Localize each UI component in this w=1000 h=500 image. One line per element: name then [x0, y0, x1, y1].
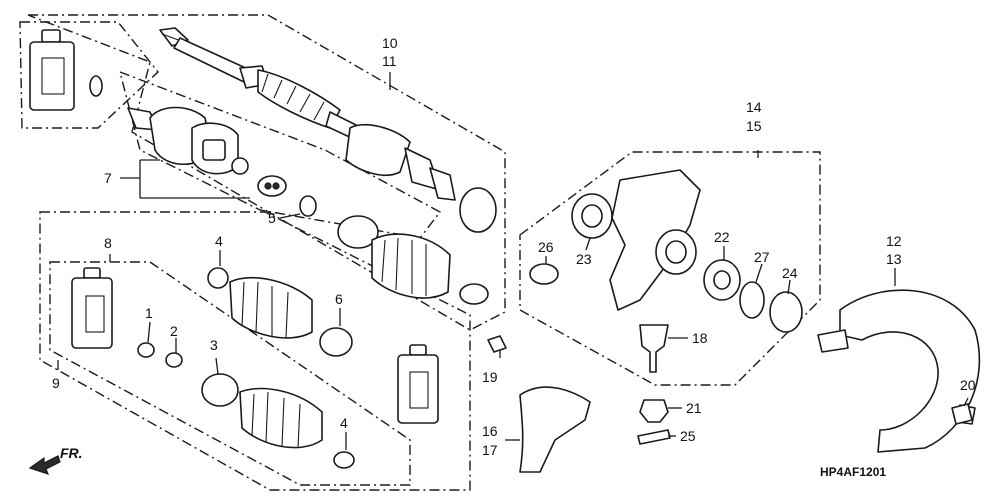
- outer-boot-assembly: [337, 187, 497, 305]
- callout-15: 15: [746, 118, 762, 134]
- callout-6: 6: [335, 291, 343, 307]
- callout-27: 27: [754, 249, 770, 265]
- diagram-reference-code: HP4AF1201: [820, 465, 886, 479]
- callout-labels: 10 11 7 5 8 9 4 1 2 3 6 4 14 15 26 23 22…: [52, 35, 976, 458]
- leader-lines: [57, 72, 969, 450]
- callout-22: 22: [714, 229, 730, 245]
- callout-10: 10: [382, 35, 398, 51]
- callout-24: 24: [782, 265, 798, 281]
- callout-19: 19: [482, 369, 498, 385]
- callout-13: 13: [886, 251, 902, 267]
- dust-shield: [817, 289, 981, 453]
- callout-1: 1: [145, 305, 153, 321]
- callout-23: 23: [576, 251, 592, 267]
- callout-17: 17: [482, 442, 498, 458]
- hardware: [487, 335, 973, 473]
- boot-kit-outline: [39, 211, 471, 491]
- callout-7: 7: [104, 170, 112, 186]
- callout-8: 8: [104, 235, 112, 251]
- callout-2: 2: [170, 323, 178, 339]
- callout-4-lower: 4: [340, 415, 348, 431]
- driveshaft-assembly-outline: [27, 14, 506, 331]
- boot-kit-inner-outline: [49, 261, 411, 486]
- front-arrow-icon: [28, 455, 61, 475]
- driveshaft: [159, 27, 456, 201]
- callout-3: 3: [210, 337, 218, 353]
- callout-9: 9: [52, 375, 60, 391]
- callout-26: 26: [538, 239, 554, 255]
- grease-bottle-top: [29, 29, 103, 111]
- callout-21: 21: [686, 400, 702, 416]
- callout-14: 14: [746, 99, 762, 115]
- callout-4-upper: 4: [215, 233, 223, 249]
- callout-25: 25: [680, 428, 696, 444]
- callout-5: 5: [268, 210, 276, 226]
- knuckle-assembly-outline: [519, 151, 821, 386]
- callout-11: 11: [382, 53, 397, 69]
- callout-12: 12: [886, 233, 902, 249]
- front-direction-indicator: FR.: [28, 445, 83, 475]
- callout-20: 20: [960, 377, 976, 393]
- grease-kit-box-outline: [19, 21, 159, 129]
- front-label: FR.: [60, 445, 83, 461]
- boot-kit-parts: [71, 267, 439, 469]
- callout-16: 16: [482, 423, 498, 439]
- knuckle-parts: [529, 169, 803, 373]
- inner-joint-parts: [127, 106, 317, 217]
- callout-18: 18: [692, 330, 708, 346]
